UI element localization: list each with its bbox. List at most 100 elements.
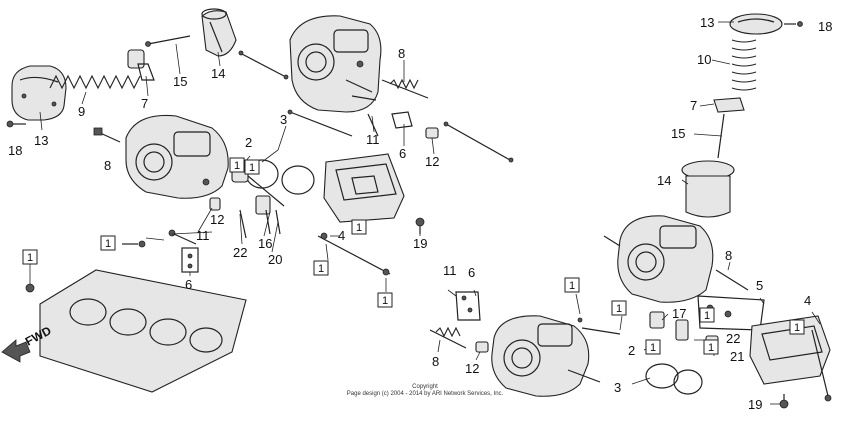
callout-7-right: 7	[690, 98, 697, 113]
screw-kit-left	[25, 240, 146, 293]
pilot-screw-8-top	[381, 78, 429, 99]
jet-parts-left	[168, 197, 281, 245]
spring-9	[49, 74, 141, 90]
carburetor-body-top	[289, 15, 382, 113]
copyright-notice: Copyright Page design (c) 2004 - 2014 by…	[300, 384, 550, 398]
svg-text:1: 1	[318, 263, 324, 275]
kit-box: 1	[229, 157, 245, 173]
svg-text:1: 1	[704, 310, 710, 322]
svg-text:1: 1	[569, 280, 575, 292]
svg-text:1: 1	[249, 162, 255, 174]
svg-text:1: 1	[234, 160, 240, 172]
callout-21: 21	[730, 349, 744, 364]
kit-box: 1	[564, 277, 580, 293]
callout-17: 17	[672, 306, 686, 321]
callout-22-right: 22	[726, 331, 740, 346]
copyright-line-2: Page design (c) 2004 - 2014 by ARI Netwo…	[346, 391, 504, 397]
svg-text:1: 1	[708, 342, 714, 354]
callout-13-left: 13	[34, 133, 48, 148]
linkage-shaft-top	[238, 50, 289, 80]
screw-8-left	[93, 127, 121, 143]
callout-14-right: 14	[657, 173, 671, 188]
callout-12-bottom: 12	[465, 361, 479, 376]
callout-22-left: 22	[233, 245, 247, 260]
callout-6-bottom: 6	[468, 265, 475, 280]
carburetor-body-bottom	[491, 315, 601, 397]
callout-11-top: 11	[366, 132, 380, 147]
top-cap-13	[11, 65, 67, 121]
kit-box: 1	[100, 235, 116, 251]
svg-text:1: 1	[794, 322, 800, 334]
pilot-screw-8-right	[715, 269, 749, 291]
gasket-group-3-right	[645, 363, 703, 395]
callout-18-left: 18	[8, 143, 22, 158]
screw-19-right	[779, 394, 789, 409]
callout-15-left: 15	[173, 74, 187, 89]
callout-6-left: 6	[185, 277, 192, 292]
shaft-bottom	[577, 317, 621, 335]
kit-box: 1	[244, 159, 260, 175]
kit-box: 1	[645, 339, 661, 355]
screw-18-right	[784, 21, 803, 27]
callout-5: 5	[756, 278, 763, 293]
vacuum-piston-14	[201, 8, 237, 57]
callout-2-center: 2	[245, 135, 252, 150]
kit-box: 1	[22, 249, 38, 265]
kit-boxes: 1 1 1 1 1 1 1 1 1 1 1 1 1	[22, 157, 805, 355]
long-shaft-right	[443, 121, 514, 163]
drain-parts-6-left	[181, 247, 199, 273]
kit-box: 1	[351, 219, 367, 235]
callout-6-top: 6	[399, 146, 406, 161]
callout-12-left: 12	[210, 212, 224, 227]
top-cap-13-right	[729, 13, 783, 35]
spring-10	[731, 39, 757, 91]
drain-parts-6-bottom	[455, 291, 481, 321]
kit-box: 1	[377, 292, 393, 308]
kit-box: 1	[313, 260, 329, 276]
callout-4-right: 4	[804, 293, 811, 308]
svg-text:1: 1	[356, 222, 362, 234]
callout-12-top: 12	[425, 154, 439, 169]
callout-14-left: 14	[211, 66, 225, 81]
float-group-left	[231, 167, 285, 215]
callout-18-right: 18	[818, 19, 832, 34]
callout-10: 10	[697, 52, 711, 67]
kit-box: 1	[789, 319, 805, 335]
kit-box: 1	[703, 339, 719, 355]
svg-text:1: 1	[616, 303, 622, 315]
throttle-shaft-4-right	[811, 329, 832, 402]
svg-text:1: 1	[105, 238, 111, 250]
callout-8-left: 8	[104, 158, 111, 173]
callout-16: 16	[258, 236, 272, 251]
callout-13-right: 13	[700, 15, 714, 30]
callout-11-left: 11	[196, 228, 210, 243]
air-manifold-base	[39, 269, 247, 393]
callout-8-right: 8	[725, 248, 732, 263]
callout-7-left: 7	[141, 96, 148, 111]
callout-3-center: 3	[280, 112, 287, 127]
float-chamber-center	[323, 153, 405, 223]
callout-labels: 13 9 7 15 14 18 8 2 3 8 11 6 12 12 11 16…	[8, 15, 832, 412]
callout-19-center: 19	[413, 236, 427, 251]
callout-20: 20	[268, 252, 282, 267]
callout-2-right: 2	[628, 343, 635, 358]
needle-holder-7	[127, 49, 155, 81]
callout-4-center: 4	[338, 228, 345, 243]
kit-box: 1	[699, 307, 715, 323]
copyright-line-1: Copyright	[412, 384, 438, 390]
pilot-screw-8-bottom	[429, 326, 467, 349]
callout-15-right: 15	[671, 126, 685, 141]
needle-holder-7-right	[713, 97, 745, 113]
callout-8-bottom: 8	[432, 354, 439, 369]
screw-18-left	[6, 120, 26, 128]
svg-text:1: 1	[382, 295, 388, 307]
throttle-shaft-4	[317, 232, 391, 276]
svg-text:1: 1	[650, 342, 656, 354]
callout-9: 9	[78, 104, 85, 119]
svg-text:1: 1	[27, 252, 33, 264]
jet-needle-15	[145, 35, 191, 47]
shaft-mid	[287, 109, 353, 137]
jet-12-top	[425, 127, 439, 139]
callout-19-right: 19	[748, 397, 762, 412]
